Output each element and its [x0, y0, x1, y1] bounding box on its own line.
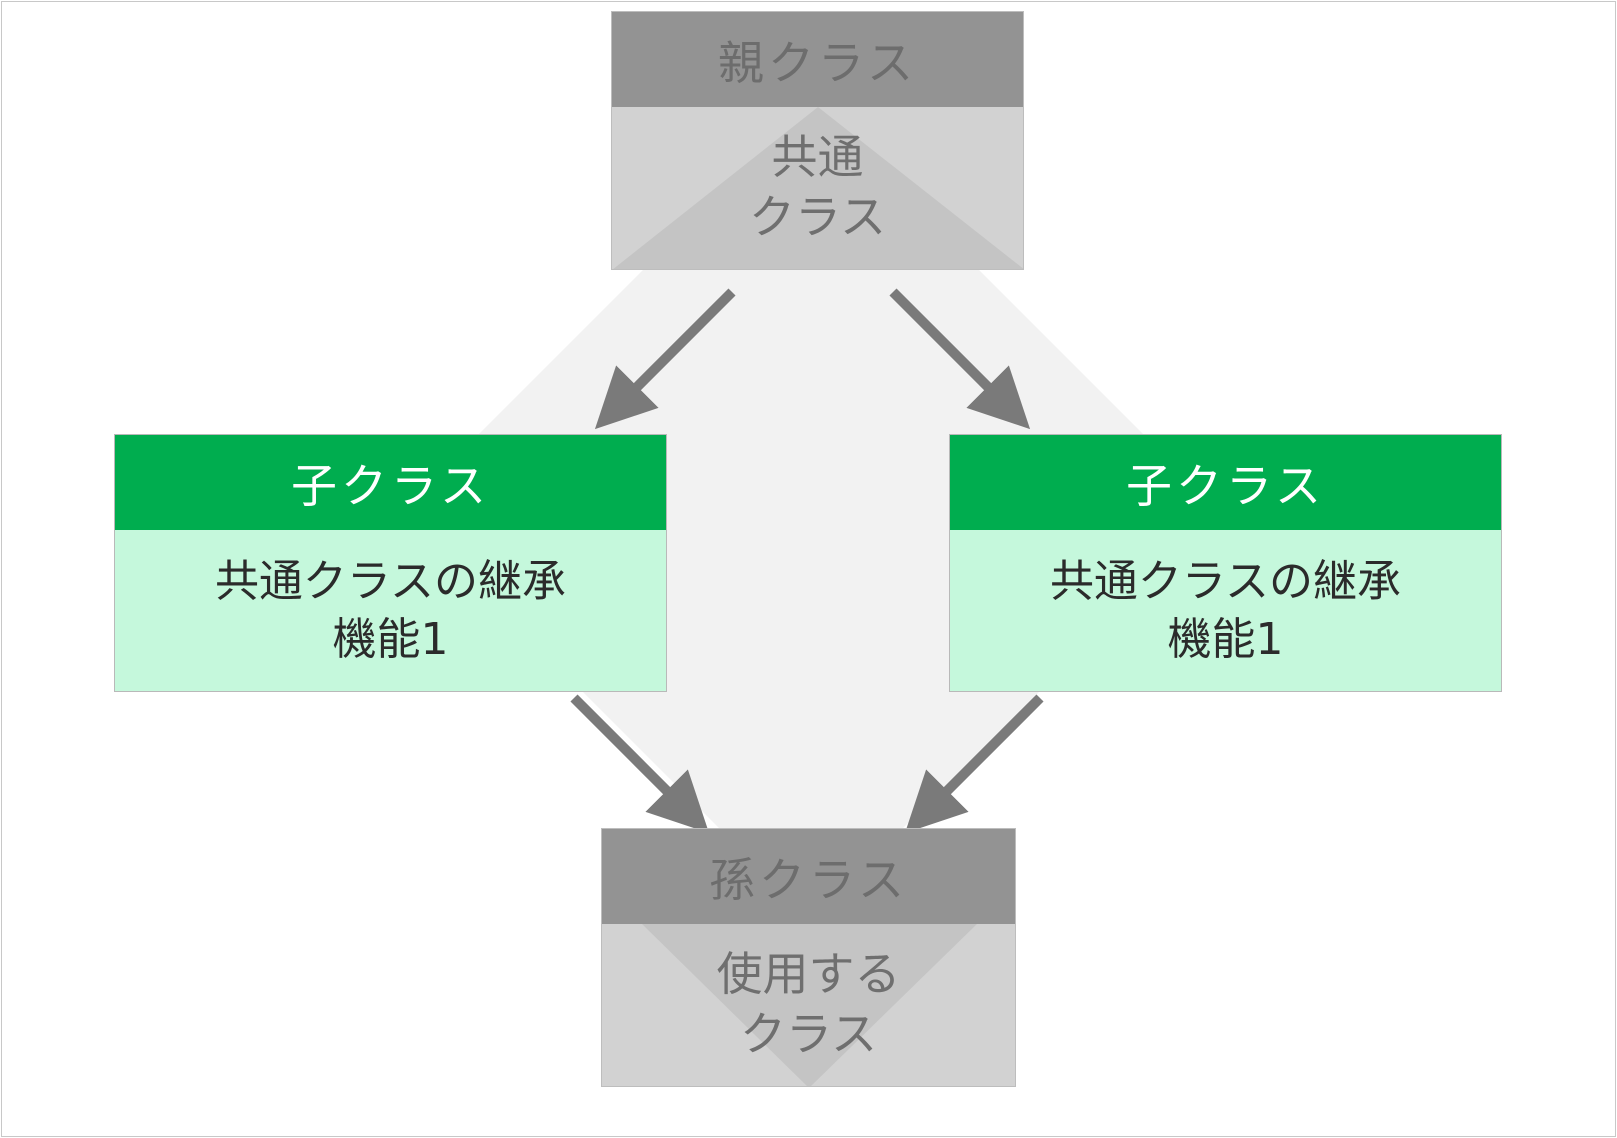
child-class-title-right: 子クラス [950, 435, 1501, 530]
grandchild-class-line1: 使用する [716, 947, 901, 1002]
parent-class-line2: クラス [748, 190, 887, 244]
parent-class-body: 共通 クラス [612, 107, 1023, 269]
child-class-body-right: 共通クラスの継承 機能1 [950, 530, 1501, 691]
child-class-box-right: 子クラス 共通クラスの継承 機能1 [949, 434, 1502, 692]
arrow-right-child-to-grandchild [904, 694, 1044, 834]
arrow-parent-to-left-child [594, 288, 736, 430]
parent-class-title: 親クラス [612, 12, 1023, 107]
parent-class-box: 親クラス 共通 クラス [611, 11, 1024, 270]
arrow-parent-to-right-child [889, 288, 1031, 430]
child-class-body-left: 共通クラスの継承 機能1 [115, 530, 666, 691]
child-class-line1-left: 共通クラスの継承 [214, 556, 567, 608]
child-class-title-left: 子クラス [115, 435, 666, 530]
parent-triangle-shape [613, 107, 1023, 269]
child-class-line2-right: 機能1 [1167, 613, 1284, 665]
grandchild-class-title: 孫クラス [602, 829, 1015, 924]
parent-class-line1: 共通 [771, 130, 864, 185]
arrow-left-child-to-grandchild [570, 694, 710, 834]
grandchild-class-line2: クラス [739, 1007, 878, 1061]
child-class-line2-left: 機能1 [332, 613, 449, 665]
grandchild-triangle-shape [642, 924, 977, 1086]
child-class-box-left: 子クラス 共通クラスの継承 機能1 [114, 434, 667, 692]
child-class-line1-right: 共通クラスの継承 [1049, 556, 1402, 608]
grandchild-class-box: 孫クラス 使用する クラス [601, 828, 1016, 1087]
grandchild-class-body: 使用する クラス [602, 924, 1015, 1086]
